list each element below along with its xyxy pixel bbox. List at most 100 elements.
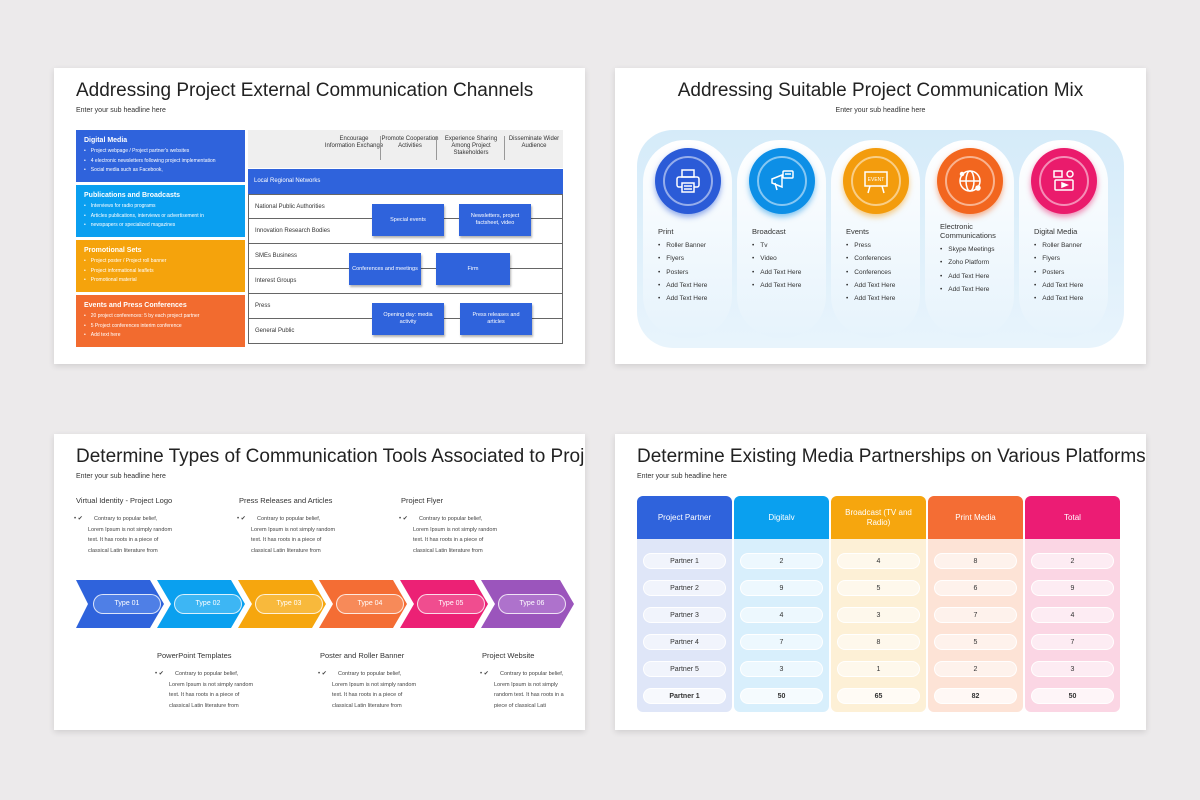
table-row: Local Regional Networks bbox=[248, 169, 563, 194]
tool-line: Lorem Ipsum is not simply random bbox=[332, 681, 417, 688]
category-promotional-sets: Promotional Sets Project poster / Projec… bbox=[76, 240, 245, 292]
tool-text: • ✔Contrary to popular belief,Lorem Ipsu… bbox=[74, 514, 191, 556]
slide-communication-mix[interactable]: Addressing Suitable Project Communicatio… bbox=[615, 68, 1146, 364]
mix-list: Roller Banner Flyers Posters Add Text He… bbox=[1034, 239, 1083, 305]
table-row: Innovation Research Bodies bbox=[248, 219, 563, 244]
table-cell: 7 bbox=[934, 607, 1017, 623]
table-cell: 2 bbox=[740, 553, 823, 569]
category-item: Add text here bbox=[84, 331, 237, 341]
slide-title: Determine Types of Communication Tools A… bbox=[76, 446, 585, 467]
globe-network-icon bbox=[945, 156, 995, 206]
tool-line: classical Latin literature from bbox=[169, 702, 239, 709]
mix-column-digital-media: Digital Media Roller Banner Flyers Poste… bbox=[1019, 140, 1108, 338]
mix-list: Skype Meetings Zoho Platform Add Text He… bbox=[940, 243, 995, 296]
channel-box: Opening day: media activity bbox=[372, 303, 444, 335]
table-cell: 3 bbox=[837, 607, 920, 623]
column-divider bbox=[504, 136, 505, 160]
mix-item: Add Text Here bbox=[940, 283, 995, 296]
table-cell: 2 bbox=[934, 661, 1017, 677]
slide-media-partnerships[interactable]: Determine Existing Media Partnerships on… bbox=[615, 434, 1146, 730]
check-icon: • ✔ bbox=[318, 671, 327, 677]
slide-title: Addressing Project External Communicatio… bbox=[76, 80, 534, 101]
mix-item: Tv bbox=[752, 239, 801, 252]
mix-label: Broadcast bbox=[752, 227, 786, 236]
mix-item: Flyers bbox=[658, 252, 707, 265]
tool-text: • ✔Contrary to popular belief,Lorem Ipsu… bbox=[318, 669, 435, 711]
category-item: Promotional material bbox=[84, 276, 237, 286]
category-item: newspapers or specialized magazines bbox=[84, 221, 237, 231]
tool-line: text. It has roots in a piece of bbox=[169, 692, 240, 698]
mix-item: Zoho Platform bbox=[940, 256, 995, 269]
slide-communication-tools[interactable]: Determine Types of Communication Tools A… bbox=[54, 434, 585, 730]
category-title: Publications and Broadcasts bbox=[84, 192, 181, 199]
tool-block: Project Flyer • ✔Contrary to popular bel… bbox=[399, 496, 516, 556]
tool-title: Press Releases and Articles bbox=[239, 496, 333, 505]
total-cell: 50 bbox=[740, 688, 823, 704]
table-cell: 4 bbox=[1031, 607, 1114, 623]
category-publications: Publications and Broadcasts Interviews f… bbox=[76, 185, 245, 237]
mix-item: Roller Banner bbox=[658, 239, 707, 252]
tool-line: Lorem Ipsum is not simply random bbox=[88, 526, 173, 533]
table-cell: 6 bbox=[934, 580, 1017, 596]
mix-item: Add Text Here bbox=[658, 279, 707, 292]
tool-title: Virtual Identity - Project Logo bbox=[76, 496, 173, 505]
channel-box: Firm bbox=[436, 253, 510, 285]
tool-line: Contrary to popular belief, bbox=[94, 516, 158, 522]
category-title: Digital Media bbox=[84, 137, 128, 144]
table-column-header: Encourage Information Exchange bbox=[324, 136, 384, 149]
table-header: Encourage Information Exchange Promote C… bbox=[248, 130, 563, 168]
tool-line: text. It has roots in a piece of bbox=[251, 537, 322, 543]
tool-block: Poster and Roller Banner • ✔Contrary to … bbox=[318, 651, 435, 711]
tool-line: Lorem Ipsum is not simply random bbox=[413, 526, 498, 533]
type-pill: Type 05 bbox=[417, 594, 485, 614]
table-cell: 4 bbox=[740, 607, 823, 623]
svg-text:EVENT: EVENT bbox=[868, 177, 885, 183]
mix-item: Add Text Here bbox=[1034, 279, 1083, 292]
mix-column-events: EVENT Events Press Conferences Conferenc… bbox=[831, 140, 920, 338]
tool-line: Contrary to popular belief, bbox=[257, 516, 321, 522]
mix-label: Print bbox=[658, 227, 674, 236]
tool-title: Project Flyer bbox=[401, 496, 444, 505]
tool-text: • ✔Contrary to popular belief,Lorem Ipsu… bbox=[237, 514, 354, 556]
category-item: Social media such as Facebook, bbox=[84, 166, 237, 176]
table-cell: 2 bbox=[1031, 553, 1114, 569]
category-item: Project poster / Project roll banner bbox=[84, 257, 237, 267]
megaphone-icon bbox=[757, 156, 807, 206]
slide-external-channels[interactable]: Addressing Project External Communicatio… bbox=[54, 68, 585, 364]
tool-line: Contrary to popular belief, bbox=[500, 671, 564, 677]
mix-circle bbox=[749, 148, 815, 214]
table-column-header: Disseminate Wider Audience bbox=[508, 136, 560, 149]
check-icon: • ✔ bbox=[237, 516, 246, 522]
category-title: Promotional Sets bbox=[84, 247, 142, 254]
category-item: Articles publications, interviews or adv… bbox=[84, 212, 237, 222]
tool-line: text. It has roots in a piece of bbox=[88, 537, 159, 543]
mix-list: Roller Banner Flyers Posters Add Text He… bbox=[658, 239, 707, 305]
mix-column-electronic: Electronic Communications Skype Meetings… bbox=[925, 140, 1014, 338]
digital-media-icon bbox=[1039, 156, 1089, 206]
channel-box: Press releases and articles bbox=[460, 303, 532, 335]
category-digital-media: Digital Media Project webpage / Project … bbox=[76, 130, 245, 182]
table-cell: Partner 3 bbox=[643, 607, 726, 623]
table-cell: 7 bbox=[740, 634, 823, 650]
mix-item: Add Text Here bbox=[658, 292, 707, 305]
tool-title: Project Website bbox=[482, 651, 535, 660]
mix-item: Add Text Here bbox=[752, 279, 801, 292]
slide-title: Determine Existing Media Partnerships on… bbox=[637, 446, 1146, 467]
tool-block: PowerPoint Templates • ✔Contrary to popu… bbox=[155, 651, 272, 711]
tool-line: classical Latin literature from bbox=[332, 702, 402, 709]
column-header: Digitalv bbox=[734, 496, 829, 539]
tool-line: classical Latin literature from bbox=[251, 547, 321, 554]
tool-title: PowerPoint Templates bbox=[157, 651, 232, 660]
slide-subtitle: Enter your sub headline here bbox=[835, 107, 926, 114]
check-icon: • ✔ bbox=[399, 516, 408, 522]
total-cell: 65 bbox=[837, 688, 920, 704]
tool-line: Lorem Ipsum is not simply bbox=[494, 681, 558, 688]
tool-line: classical Latin literature from bbox=[413, 547, 483, 554]
slide-subtitle: Enter your sub headline here bbox=[637, 473, 727, 480]
tool-line: Contrary to popular belief, bbox=[175, 671, 239, 677]
table-cell: 8 bbox=[934, 553, 1017, 569]
column-header: Broadcast (TV and Radio) bbox=[831, 496, 926, 539]
total-cell: Partner 1 bbox=[643, 688, 726, 704]
printer-icon bbox=[663, 156, 713, 206]
